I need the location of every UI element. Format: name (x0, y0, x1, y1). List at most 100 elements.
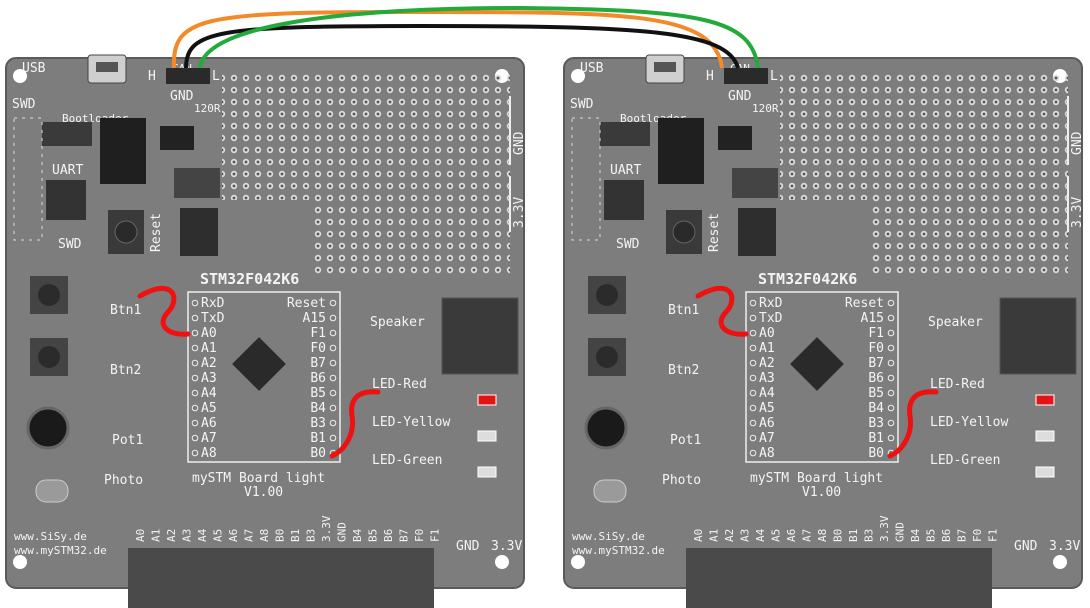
btn2-label: Btn2 (668, 363, 699, 378)
pin-hole (191, 299, 199, 307)
voltage-regulator (174, 168, 220, 198)
pin-hole (887, 404, 895, 412)
swd-pin-row (13, 117, 43, 241)
mounting-hole (571, 69, 585, 83)
reset-label: Reset (149, 213, 164, 252)
header-pin-label: F1 (987, 529, 1000, 542)
pin-hole (191, 344, 199, 352)
led-green (477, 466, 497, 478)
header-pin-label: F1 (429, 529, 442, 542)
header-pin-label: A6 (227, 529, 240, 542)
prototype-gap (780, 200, 870, 280)
pin-hole (887, 419, 895, 427)
chip-pin-left-label: A1 (759, 341, 775, 356)
led-green-label: LED-Green (930, 453, 1000, 468)
chip-pin-right-label: F1 (310, 326, 326, 341)
led-green-label: LED-Green (372, 453, 442, 468)
pin-hole (329, 434, 337, 442)
header-pin-label: B7 (956, 529, 969, 542)
usb-label: USB (22, 61, 46, 76)
can-h-label: H (706, 69, 714, 84)
chip-pin-left-label: A3 (201, 371, 217, 386)
pin-hole (887, 374, 895, 382)
can-l-label: L (212, 69, 220, 84)
url2-label: www.mySTM32.de (14, 544, 107, 557)
pin-hole (887, 344, 895, 352)
btn2-cap (596, 346, 618, 368)
swd-bottom-label: SWD (616, 237, 640, 252)
mounting-hole (1053, 555, 1067, 569)
pot1-label: Pot1 (670, 433, 701, 448)
header-pin-label: A7 (801, 529, 814, 542)
header-pin-label: A4 (196, 528, 209, 542)
pin-hole (749, 419, 757, 427)
header-pin-label: F0 (413, 529, 426, 542)
chip-pin-right-label: B6 (310, 371, 326, 386)
chip-pin-right-label: F0 (868, 341, 884, 356)
chip-pin-right-label: B0 (868, 446, 884, 461)
can-header (166, 68, 210, 84)
header-pin-label: B4 (909, 528, 922, 542)
version-label: V1.00 (802, 485, 841, 500)
chip-pin-left-label: A8 (201, 446, 217, 461)
vcc-bottom-label: 3.3V (1049, 539, 1080, 554)
pin-hole (887, 329, 895, 337)
header-pin-label: GND (336, 522, 349, 542)
header-pin-label: A8 (258, 529, 271, 542)
chip-pin-left-label: A7 (201, 431, 217, 446)
header-pin-label: B7 (398, 529, 411, 542)
speaker-label: Speaker (370, 315, 425, 330)
mosfet-array (738, 208, 776, 256)
chip-pin-right-label: Reset (845, 296, 884, 311)
btn2-label: Btn2 (110, 363, 141, 378)
uart-label: UART (52, 163, 83, 178)
mcu-chip (232, 337, 286, 391)
pin-hole (329, 404, 337, 412)
led-red-label: LED-Red (372, 377, 427, 392)
header-pin-label: B1 (847, 529, 860, 542)
photo-resistor (35, 479, 69, 503)
led-yellow (477, 430, 497, 442)
pin-hole (329, 389, 337, 397)
btn1-cap (38, 284, 60, 306)
header-pin-label: B4 (351, 528, 364, 542)
photo-resistor (593, 479, 627, 503)
pin-hole (329, 344, 337, 352)
chip-pin-left-label: A3 (759, 371, 775, 386)
header-pin-label: A0 (134, 529, 147, 542)
pin-hole (191, 329, 199, 337)
pin-hole (191, 419, 199, 427)
pin-hole (749, 434, 757, 442)
pin-hole (749, 329, 757, 337)
chip-pin-left-label: A2 (759, 356, 775, 371)
chip-pin-right-label: B0 (310, 446, 326, 461)
chip-pin-right-label: B4 (868, 401, 884, 416)
pin-hole (329, 329, 337, 337)
chip-pin-left-label: RxD (201, 296, 225, 311)
pin-hole (749, 299, 757, 307)
header-pin-label: A1 (150, 529, 163, 542)
header-pin-label: B0 (832, 529, 845, 542)
header-pin-label: A0 (692, 529, 705, 542)
header-pin-label: A1 (708, 529, 721, 542)
led-yellow-label: LED-Yellow (930, 415, 1008, 430)
speaker-body (441, 297, 519, 375)
usb-socket (654, 62, 676, 72)
usb-socket (96, 62, 118, 72)
led-green (1035, 466, 1055, 478)
pin-hole (749, 389, 757, 397)
header-pin-label: B0 (274, 529, 287, 542)
header-pin-label: B6 (382, 529, 395, 542)
pin-hole (191, 449, 199, 457)
pin-hole (887, 299, 895, 307)
ribbon-cable (128, 548, 434, 608)
can-gnd-label: GND (728, 89, 752, 104)
header-pin-label: A5 (770, 529, 783, 542)
gnd-rail-label: GND (1070, 131, 1085, 155)
chip-pin-left-label: A6 (201, 416, 217, 431)
pin-hole (749, 404, 757, 412)
gnd-bottom-label: GND (456, 539, 480, 554)
chip-pin-left-label: A5 (759, 401, 775, 416)
board-name-label: mySTM Board light (192, 471, 325, 486)
bootloader-button (600, 122, 650, 146)
